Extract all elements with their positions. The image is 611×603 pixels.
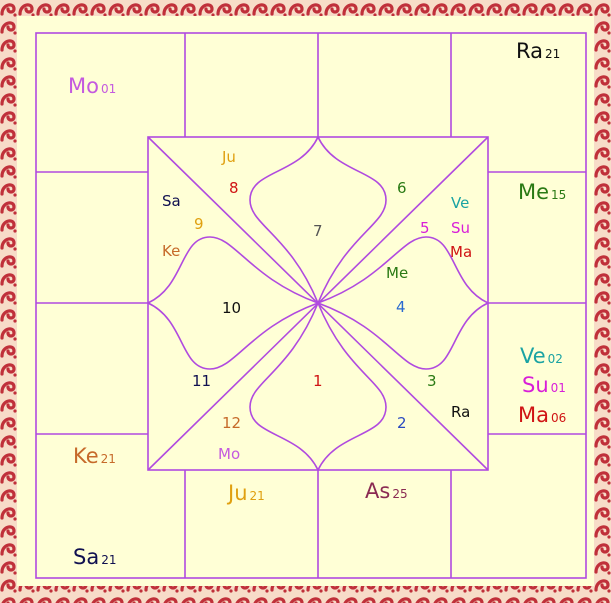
house-number: 8: [229, 181, 239, 196]
inner-planet: Ve: [451, 196, 469, 211]
planet-degree: 21: [545, 47, 560, 61]
planet-degree: 21: [101, 452, 116, 466]
planet-degree: 01: [551, 381, 566, 395]
planet-name: Su: [522, 373, 549, 397]
planet-degree: 01: [101, 82, 116, 96]
house-number: 9: [194, 217, 204, 232]
planet-degree: 02: [548, 352, 563, 366]
inner-planet: Sa: [162, 194, 181, 209]
inner-planet: Me: [386, 266, 408, 281]
inner-planet: Mo: [218, 447, 240, 462]
inner-planet: Ra: [451, 405, 470, 420]
house-number: 12: [222, 416, 241, 431]
inner-planet: Ma: [450, 245, 472, 260]
house-number: 10: [222, 301, 241, 316]
house-number: 6: [397, 181, 407, 196]
chart-background: [17, 16, 594, 586]
inner-planet: Su: [451, 221, 470, 236]
house-number: 3: [427, 374, 437, 389]
planet-name: Ra: [516, 39, 543, 63]
inner-planet: Ke: [162, 244, 180, 259]
house-number: 2: [397, 416, 407, 431]
planet-degree: 06: [551, 411, 566, 425]
planet-name: Sa: [73, 545, 99, 569]
planet-name: Ma: [518, 403, 549, 427]
house-number: 4: [396, 300, 406, 315]
inner-planet: Ju: [222, 150, 236, 165]
house-number: 11: [192, 374, 211, 389]
planet-degree: 15: [551, 188, 566, 202]
planet-name: Ve: [520, 344, 546, 368]
house-number: 5: [420, 221, 430, 236]
house-number: 1: [313, 374, 323, 389]
planet-name: Ju: [228, 481, 248, 505]
planet-degree: 25: [392, 487, 407, 501]
planet-name: As: [365, 479, 390, 503]
house-number: 7: [313, 224, 323, 239]
planet-degree: 21: [101, 553, 116, 567]
planet-name: Me: [518, 180, 549, 204]
planet-degree: 21: [250, 489, 265, 503]
planet-name: Ke: [73, 444, 99, 468]
planet-name: Mo: [68, 74, 99, 98]
